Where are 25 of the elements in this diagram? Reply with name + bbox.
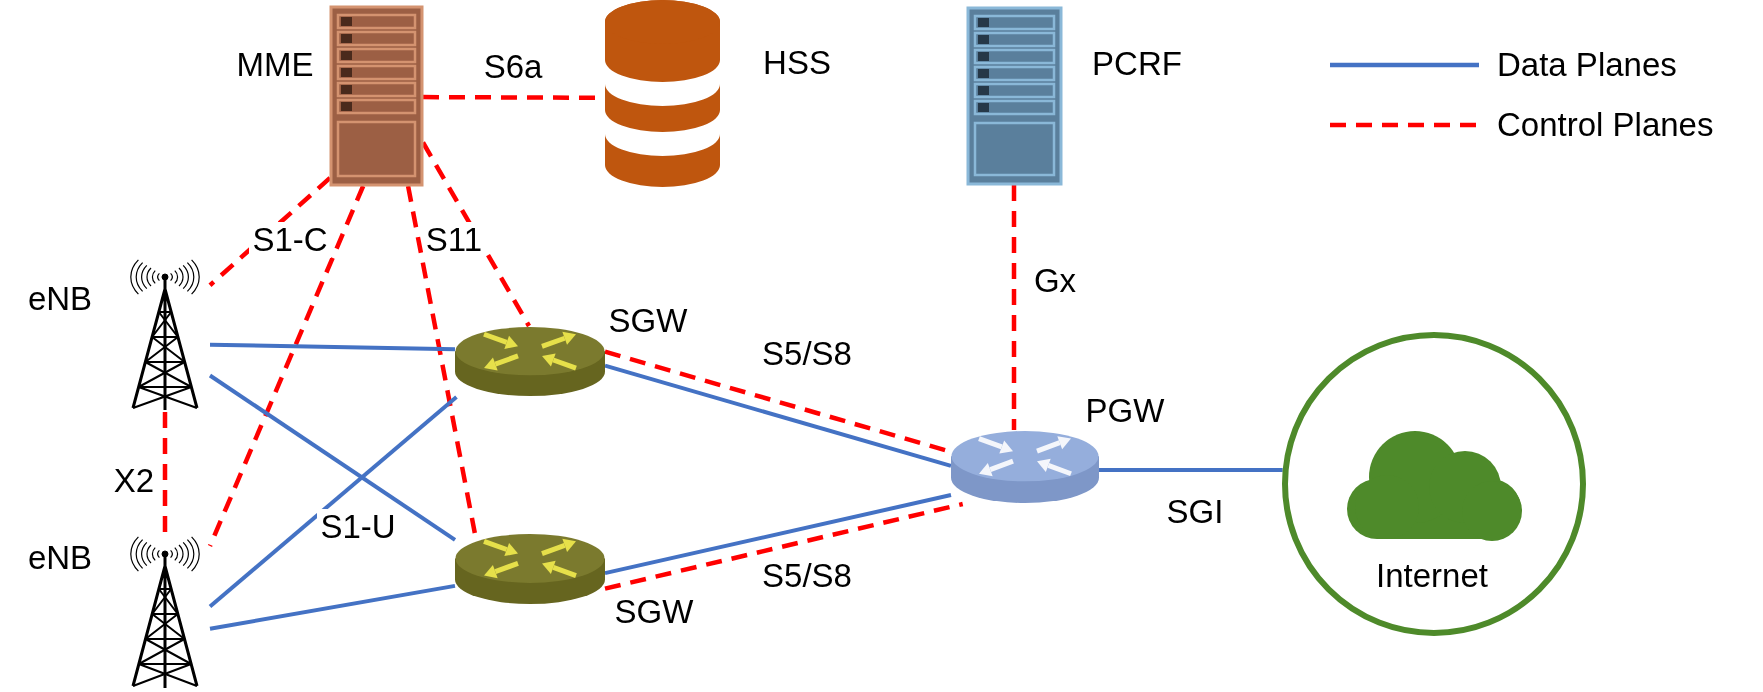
node-label: Internet [1376,558,1488,594]
edge-label: S1-C [249,222,331,258]
connector-line [209,583,456,631]
connector-line [604,493,952,576]
node-label: PGW [1085,393,1165,429]
node-label: eNB [27,540,93,576]
connector-line [208,373,457,542]
node-label: MME [236,47,314,83]
node-label: PCRF [1092,46,1182,82]
legend-label: Control Planes [1497,107,1714,143]
connector-line [209,342,456,352]
connector-line [1099,468,1283,472]
dashed-connector [208,176,332,287]
dashed-connector [162,412,168,532]
node-label: HSS [763,45,831,81]
node-label: SGW [614,594,694,630]
node-label: SGW [608,303,688,339]
dashed-connector [207,185,366,547]
node-label: eNB [27,281,93,317]
dashed-connector [405,185,477,534]
dashed-connector [1011,185,1017,430]
connector-line [208,395,458,609]
legend-label: Data Planes [1497,47,1677,83]
connector-line [604,363,952,468]
dashed-connector [604,501,964,591]
